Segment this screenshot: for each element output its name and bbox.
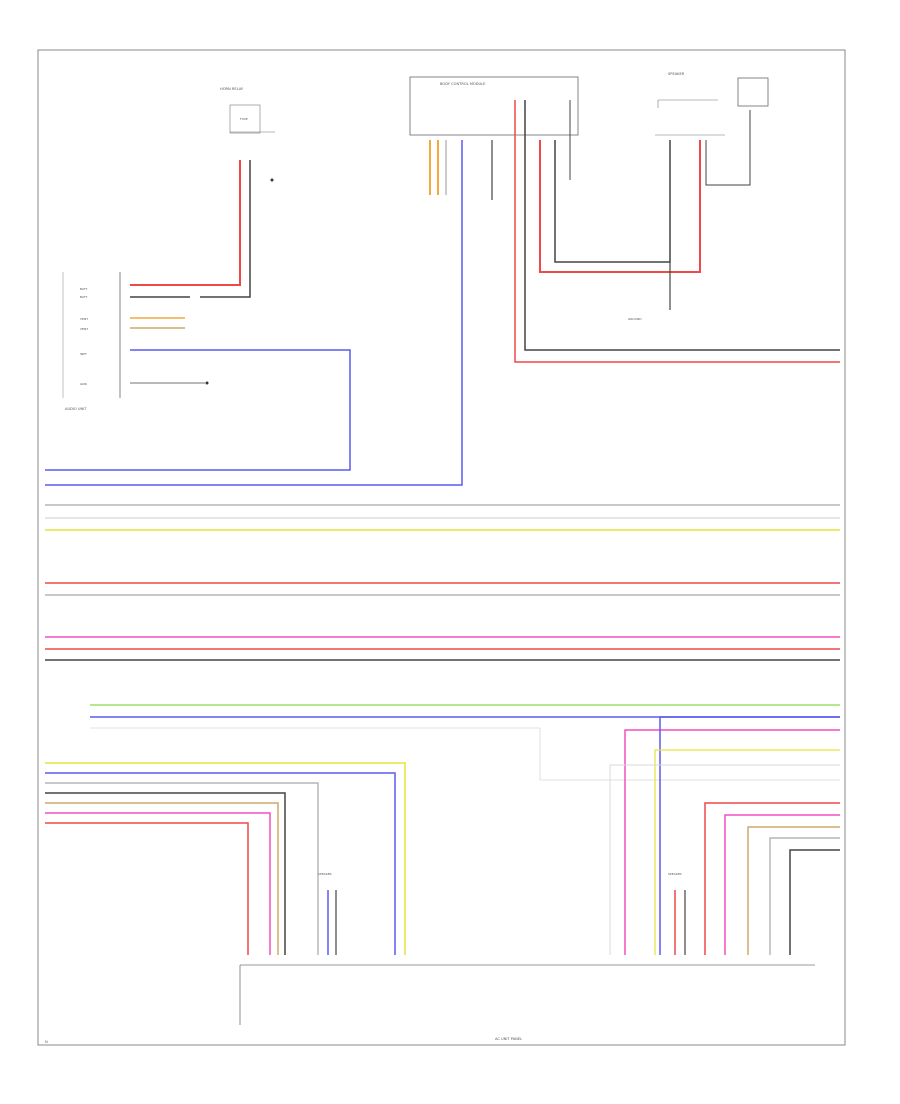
bottom-module-label: AC UNIT PANEL (495, 1037, 522, 1041)
top-left-connector: HORN RELAY FUSE (220, 87, 275, 134)
wire-red-left-feed (130, 160, 241, 286)
svg-text:GND: GND (80, 382, 88, 386)
right-module-label: SPEAKER (668, 72, 685, 76)
wire-red-cm-loop (539, 140, 701, 273)
wire-yellow-right (654, 749, 840, 955)
wire-pink-right (624, 729, 840, 955)
wire-pink-right-2 (724, 814, 840, 955)
wire-blue-right (659, 716, 840, 955)
right-module: SPEAKER (655, 72, 769, 136)
svg-text:GROUND: GROUND (628, 317, 642, 321)
svg-text:BATT: BATT (80, 287, 88, 291)
svg-text:VENT: VENT (80, 327, 88, 331)
wire-tan-right (747, 826, 840, 955)
wire-gray-right-2 (769, 837, 840, 955)
control-module-label: BODY CONTROL MODULE (440, 82, 486, 86)
wire-red-lower (45, 822, 249, 955)
wire-dark-cm-loop (554, 140, 671, 263)
control-module-box (409, 76, 579, 136)
diagram-border (37, 49, 846, 1046)
svg-text:SPEAKER: SPEAKER (318, 872, 332, 876)
wire-blue-cm (45, 140, 463, 486)
wire-tan-lower (45, 802, 279, 955)
wire-dark-lower (45, 792, 286, 955)
top-connector-label: HORN RELAY (220, 87, 244, 91)
right-module-box (737, 77, 769, 107)
wire-blue-left (45, 349, 351, 471)
wire-dark-cm-main (524, 100, 840, 351)
splice-dot (270, 178, 274, 182)
wire-dark-right (705, 110, 751, 186)
svg-text:BATT: BATT (80, 295, 88, 299)
wire-yellow-lower (45, 762, 406, 955)
left-module-label: AUDIO UNIT (65, 407, 87, 411)
control-module: BODY CONTROL MODULE (409, 76, 579, 136)
bottom-module: AC UNIT PANEL (239, 964, 815, 1041)
bottom-left-tag: N (45, 1040, 48, 1044)
wire-dark-right-2 (789, 849, 840, 955)
wire-pink-lower (45, 812, 271, 955)
top-connector-symbol (229, 104, 261, 134)
svg-text:SPEAKER: SPEAKER (668, 872, 682, 876)
wire-red-cm-main (514, 100, 840, 363)
svg-text:VENT: VENT (80, 317, 88, 321)
svg-text:FUSE: FUSE (240, 117, 248, 121)
wire-gray-lower (45, 782, 319, 955)
wire-gray-right (609, 764, 840, 955)
wire-red-right (704, 802, 840, 955)
wire-blue-lower (45, 772, 396, 955)
left-module: AUDIO UNIT BATT BATT VENT VENT INPT GND (62, 272, 121, 411)
svg-text:INPT: INPT (80, 352, 87, 356)
wire-dark-left-feed (200, 160, 251, 298)
